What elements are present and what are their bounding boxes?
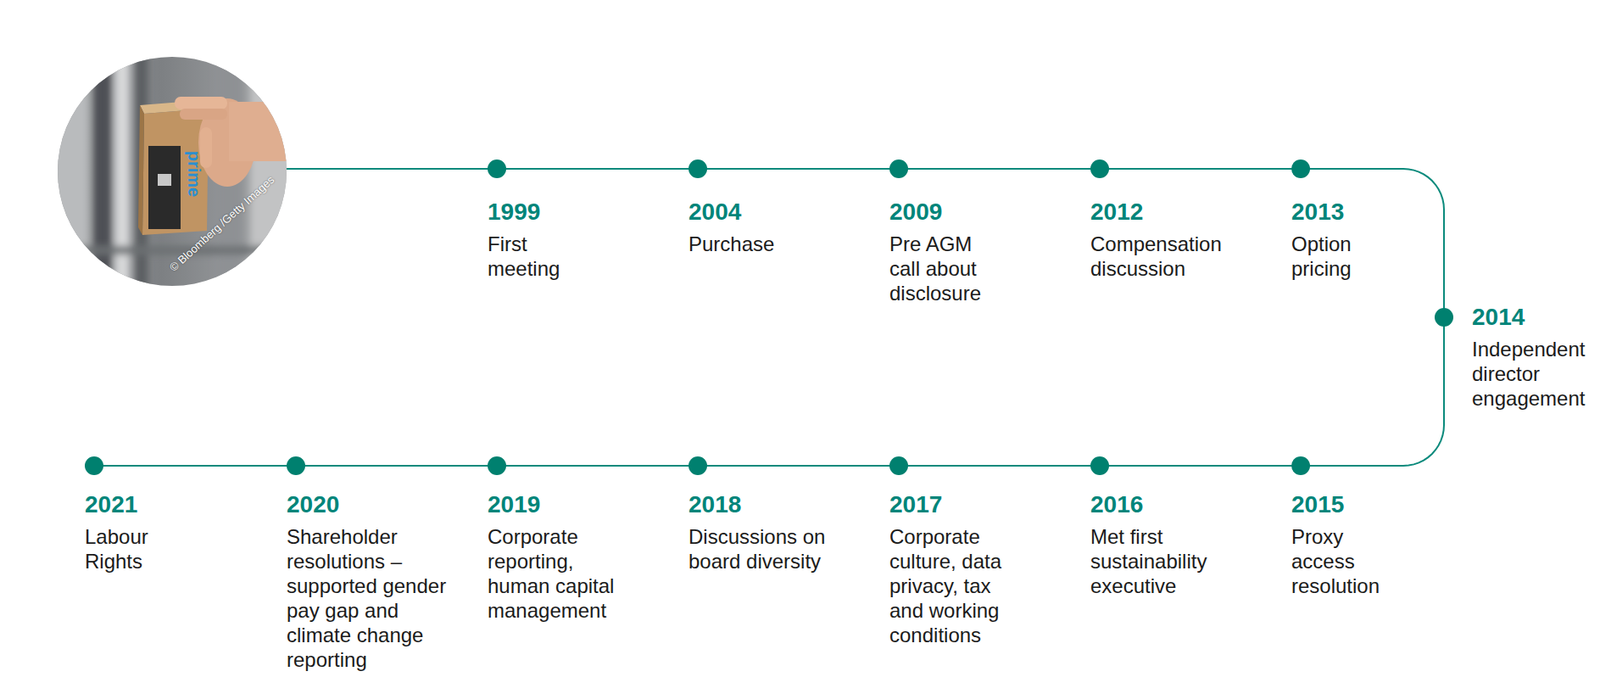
- event-description: Option pricing: [1291, 231, 1377, 281]
- timeline-dot: [1291, 456, 1311, 475]
- photo-ground: [50, 50, 297, 297]
- timeline-event: 2015Proxy access resolution: [1291, 455, 1385, 598]
- event-description: Corporate reporting, human capital manag…: [487, 524, 628, 623]
- shelf: [93, 50, 112, 297]
- hand-finger: [174, 96, 228, 110]
- timeline-dot: [1090, 456, 1110, 475]
- shelf: [250, 50, 297, 297]
- timeline-event: 2019Corporate reporting, human capital m…: [487, 455, 628, 623]
- event-year: 2018: [688, 490, 837, 519]
- box-front: [142, 108, 209, 235]
- timeline-connector: [1099, 167, 1301, 170]
- box-label: [148, 145, 181, 229]
- event-description: Labour Rights: [84, 524, 170, 574]
- shelves: [50, 50, 297, 297]
- event-description: Pre AGM call about disclosure: [889, 231, 987, 306]
- timeline-connector: [898, 464, 1100, 467]
- event-description: Proxy access resolution: [1291, 524, 1385, 598]
- event-description: Corporate culture, data privacy, tax and…: [889, 524, 1017, 647]
- event-year: 2021: [84, 490, 170, 519]
- timeline-event: 2017Corporate culture, data privacy, tax…: [889, 455, 1017, 647]
- box-side: [138, 105, 145, 235]
- box-icon: [157, 173, 172, 186]
- timeline-connector: [697, 167, 899, 170]
- timeline-connector: [94, 464, 296, 467]
- timeline-event: 2009Pre AGM call about disclosure: [889, 158, 987, 306]
- timeline-dot: [688, 456, 708, 475]
- timeline-event: 2021Labour Rights: [84, 455, 170, 574]
- timeline-event: 2018Discussions on board diversity: [688, 455, 837, 574]
- timeline-event: 1999First meeting: [487, 158, 590, 281]
- event-year: 2009: [889, 198, 987, 226]
- event-year: 2004: [688, 198, 775, 226]
- event-year: 2016: [1090, 490, 1214, 519]
- timeline-dot: [688, 159, 708, 179]
- event-year: 2015: [1291, 490, 1385, 519]
- event-description: First meeting: [487, 231, 590, 281]
- timeline-connector: [1300, 317, 1444, 466]
- event-year: 2012: [1090, 198, 1235, 226]
- timeline-dot: [1291, 159, 1311, 179]
- timeline-connector: [295, 464, 497, 467]
- event-description: Discussions on board diversity: [688, 524, 837, 574]
- event-description: Compensation discussion: [1090, 231, 1235, 281]
- photo: [50, 50, 297, 297]
- event-description: Shareholder resolutions – supported gend…: [286, 524, 453, 672]
- timeline-connector: [697, 464, 899, 467]
- timeline-connector: [898, 167, 1100, 170]
- event-year: 2017: [889, 490, 1017, 519]
- timeline-connector: [496, 464, 698, 467]
- timeline-event: 2004Purchase: [688, 158, 775, 257]
- timeline-event: 2014Independent director engagement: [1433, 303, 1591, 411]
- lead-line: [285, 167, 497, 170]
- timeline-event: 2012Compensation discussion: [1090, 158, 1235, 281]
- timeline-event: 2013Option pricing: [1291, 158, 1377, 281]
- timeline-dot: [286, 456, 306, 475]
- shelf: [50, 245, 297, 255]
- timeline-dot: [84, 456, 104, 475]
- timeline-event: 2016Met first sustainability executive: [1090, 455, 1214, 598]
- timeline-dot: [889, 159, 909, 179]
- timeline-dot: [487, 456, 507, 475]
- event-year: 2020: [286, 490, 453, 519]
- timeline-event: 2020Shareholder resolutions – supported …: [286, 455, 453, 672]
- event-description: Met first sustainability executive: [1090, 524, 1214, 598]
- timeline-dot: [1090, 159, 1110, 179]
- package-logo-text: prime: [184, 150, 204, 197]
- event-year: 1999: [487, 198, 590, 226]
- shelf: [114, 50, 130, 297]
- timeline-dot: [889, 456, 909, 475]
- event-year: 2014: [1471, 303, 1591, 331]
- timeline-connector: [496, 167, 698, 170]
- timeline-connector: [1099, 464, 1301, 467]
- shelf: [50, 50, 90, 297]
- event-year: 2013: [1291, 198, 1377, 226]
- event-description: Purchase: [688, 231, 775, 257]
- event-description: Independent director engagement: [1471, 336, 1591, 411]
- event-year: 2019: [487, 490, 628, 519]
- timeline-dot: [487, 159, 507, 179]
- hand-wrist: [228, 101, 297, 162]
- timeline-dot: [1434, 307, 1454, 327]
- hand-finger: [179, 108, 228, 120]
